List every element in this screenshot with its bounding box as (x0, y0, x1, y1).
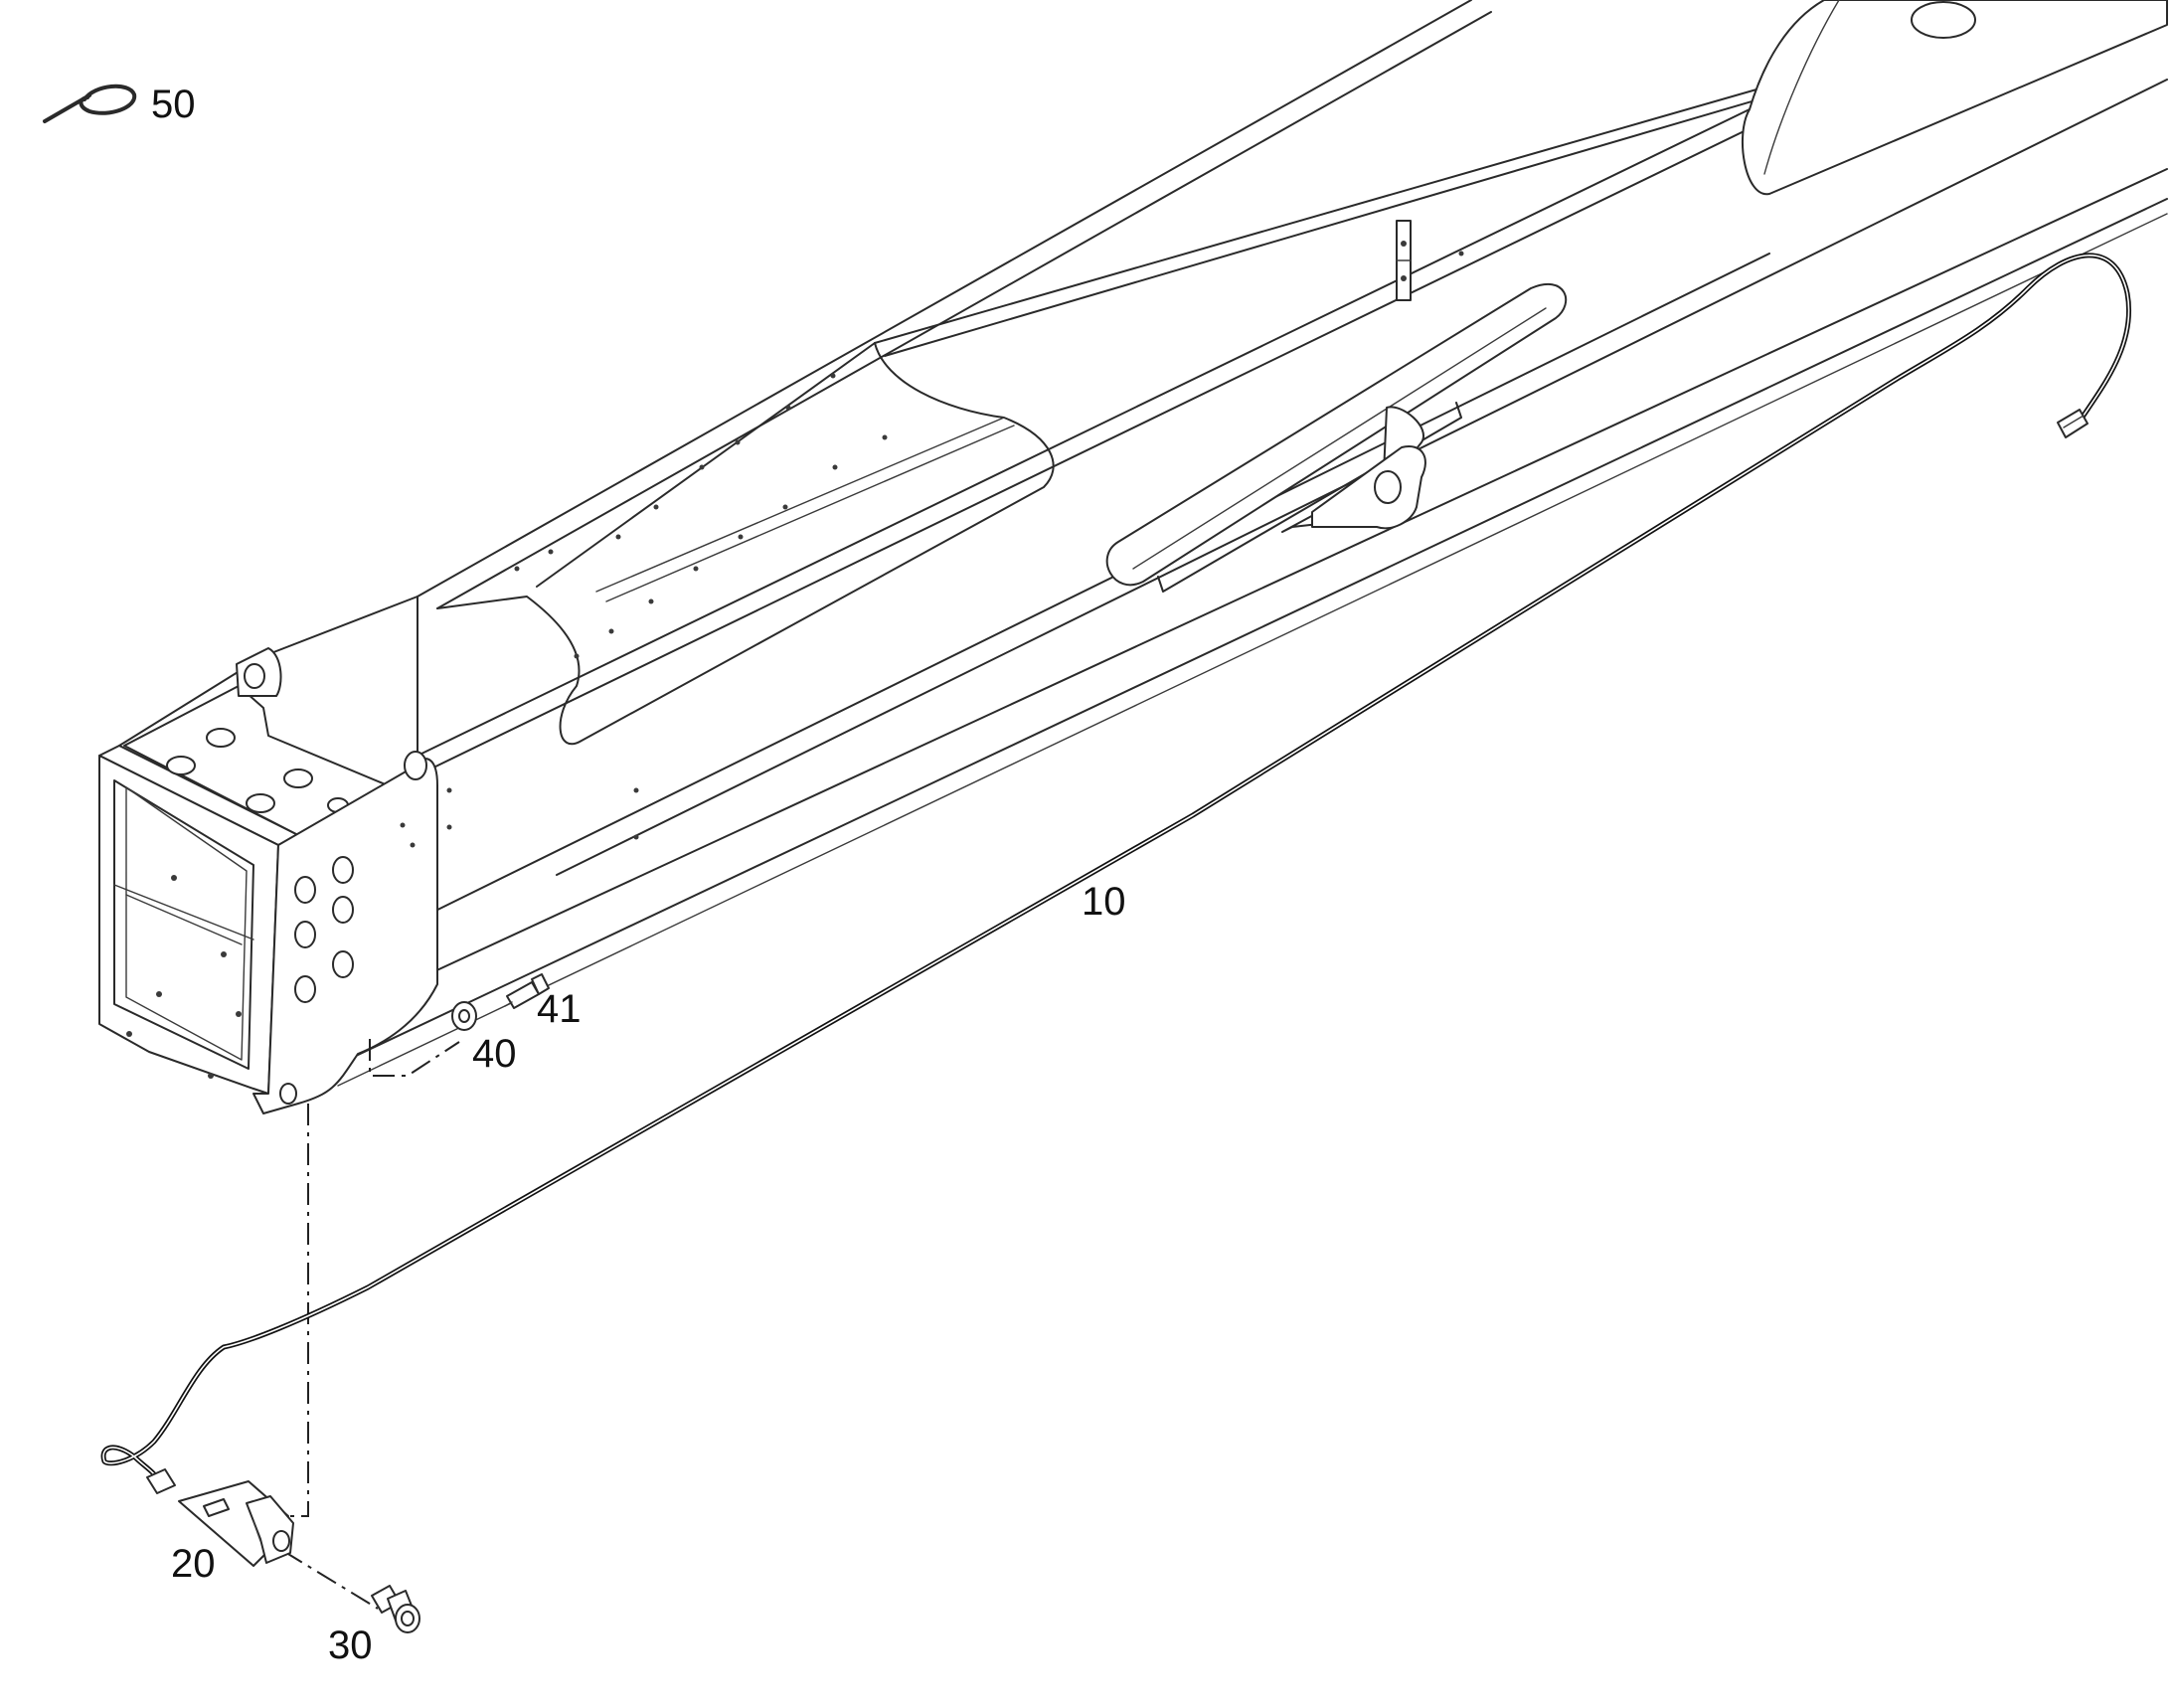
sensor-bracket (178, 1480, 294, 1567)
top-bracket-plate (1396, 220, 1412, 301)
callout-20: 20 (171, 1542, 216, 1586)
callout-10: 10 (1082, 880, 1126, 924)
side-lug-plate (1311, 445, 1426, 530)
callout-30: 30 (328, 1623, 373, 1667)
callout-50: 50 (151, 83, 196, 126)
washer (451, 1001, 477, 1031)
sensor-plug (371, 1585, 420, 1633)
bolt (504, 973, 550, 1009)
top-wear-pad (436, 342, 1055, 746)
sensor-cable (100, 253, 2131, 1494)
callout-40: 40 (472, 1032, 517, 1076)
boom-holes (446, 251, 1464, 840)
side-slide-pad (1105, 282, 1568, 593)
boom-head-end (98, 596, 438, 1114)
callout-41: 41 (537, 987, 582, 1031)
upper-end-pad (1742, 0, 2168, 196)
boom-section (317, 0, 2168, 1087)
washer-assembly-line (369, 1039, 460, 1077)
cable-tie-icon (43, 84, 137, 123)
plug-assembly-line (282, 1550, 379, 1610)
bracket-assembly-line (288, 1104, 309, 1517)
